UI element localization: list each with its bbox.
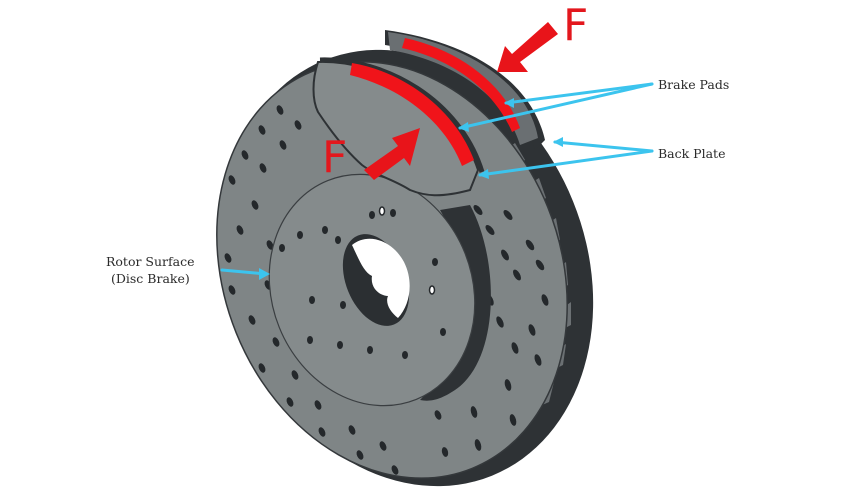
drilled-holes [224,105,549,475]
force-arrows [364,22,558,180]
leader-arrowheads [259,98,563,280]
arrow-left [364,128,420,180]
rotor-hub [268,173,491,407]
label-brake-pads: Brake Pads [658,77,730,92]
label-disc-brake: (Disc Brake) [111,271,190,286]
label-rotor-surface: Rotor Surface [106,254,195,269]
force-label-left: F [322,132,348,183]
label-back-plate: Back Plate [658,146,726,161]
arrow-top [497,22,558,72]
leader-lines [220,82,654,276]
brake-pads [350,38,520,166]
back-plates [312,30,545,197]
force-label-top: F [563,0,589,51]
